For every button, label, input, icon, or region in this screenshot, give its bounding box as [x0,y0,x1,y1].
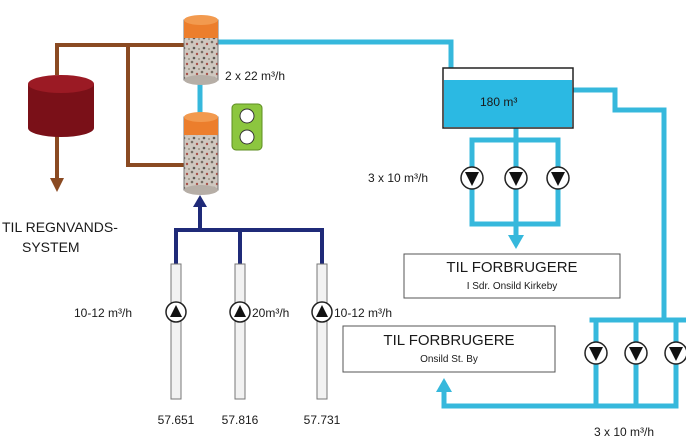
booster-pumps-top-label: 3 x 10 m³/h [368,171,428,185]
rainwater-tank [28,75,94,137]
well-3-flow: 10-12 m³/h [334,306,392,320]
rainwater-label-line2: SYSTEM [22,239,80,255]
pump-icon [546,166,570,190]
raw-water-arrow [193,195,207,207]
backwash-arrow [50,178,64,192]
well-pump-icon [229,301,251,323]
consumers-kirkeby-subtitle: I Sdr. Onsild Kirkeby [467,281,558,292]
consumers-kirkeby-box: TIL FORBRUGERE I Sdr. Onsild Kirkeby [403,253,621,299]
booster-pumps-bottom-label: 3 x 10 m³/h [594,425,654,439]
sand-filter-1 [183,15,219,85]
booster-pumps-top [460,166,570,190]
clean-water-tank [442,67,574,129]
rainwater-label-line1: TIL REGNVANDS- [2,219,118,235]
sand-filter-2 [183,112,219,195]
arrow-to-st-by [436,378,452,392]
well-1 [165,263,187,400]
well-1-flow: 10-12 m³/h [74,306,132,320]
pump-icon [624,341,648,365]
tank-volume-label: 180 m³ [480,95,517,109]
raw-water-lines [174,205,324,264]
well-3 [311,263,333,400]
consumers-st-by-box: TIL FORBRUGERE Onsild St. By [342,325,556,373]
control-box [231,103,263,151]
consumers-st-by-title: TIL FORBRUGERE [383,332,514,349]
well-pump-icon [165,301,187,323]
well-2-id: 57.816 [222,413,259,427]
booster-pumps-bottom [584,341,686,365]
clean-water-lines [197,39,686,409]
well-1-id: 57.651 [158,413,195,427]
consumers-kirkeby-title: TIL FORBRUGERE [446,259,577,276]
well-3-id: 57.731 [304,413,341,427]
well-2 [229,263,251,400]
well-pump-icon [311,301,333,323]
pump-icon [504,166,528,190]
filter-capacity-label: 2 x 22 m³/h [225,69,285,83]
pump-icon [584,341,608,365]
pump-icon [460,166,484,190]
pump-icon [664,341,686,365]
arrow-to-kirkeby [508,235,524,249]
consumers-st-by-subtitle: Onsild St. By [420,354,478,365]
well-2-flow: 20m³/h [252,306,289,320]
